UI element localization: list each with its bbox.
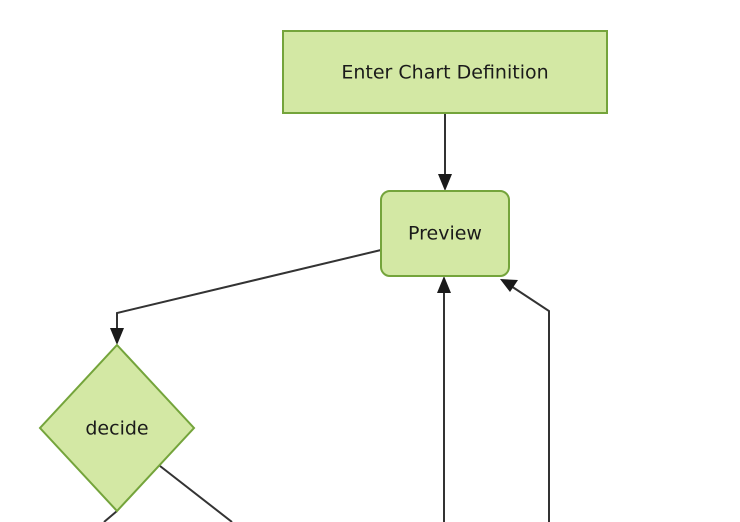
edge-return-center-to-preview [437, 276, 451, 522]
edge-line [507, 283, 550, 522]
node-enter-chart-definition-label: Enter Chart Definition [341, 62, 548, 84]
node-preview[interactable]: Preview [380, 190, 510, 277]
edge-line [159, 465, 233, 522]
edge-decide-branch-left [103, 510, 118, 522]
node-preview-shape[interactable] [380, 190, 510, 277]
node-decide-shape[interactable] [38, 343, 196, 513]
edge-line [116, 249, 382, 336]
edge-decide-branch-right [159, 465, 233, 522]
edge-return-right-to-preview [500, 279, 550, 522]
node-decide[interactable]: decide [38, 343, 196, 513]
node-enter-chart-definition-shape[interactable] [282, 30, 608, 114]
arrowhead-icon [437, 276, 451, 293]
edge-enter-to-preview [438, 113, 452, 191]
node-decide-label: decide [85, 418, 148, 440]
node-preview-label: Preview [408, 223, 482, 245]
edge-preview-to-decide [110, 249, 382, 345]
node-enter-chart-definition[interactable]: Enter Chart Definition [282, 30, 608, 114]
arrowhead-icon [438, 174, 452, 191]
arrowhead-icon [500, 279, 518, 292]
arrowhead-icon [110, 328, 124, 345]
edge-line [103, 510, 118, 522]
